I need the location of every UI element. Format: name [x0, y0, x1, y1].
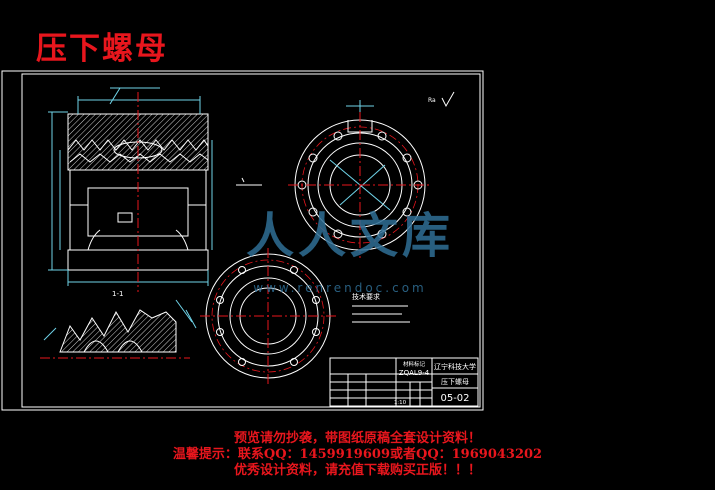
notice-line-1: 预览请勿抄袭，带图纸原稿全套设计资料！	[233, 431, 481, 446]
title-block-part-name: 压下螺母	[441, 377, 469, 386]
finish-mark-label: Ra	[428, 97, 436, 104]
thread-detail-view	[40, 299, 197, 359]
title-block	[329, 357, 479, 407]
watermark-url: www.renrendoc.com	[253, 281, 426, 295]
tech-requirements-lines	[352, 305, 410, 323]
main-section-view	[48, 87, 213, 292]
title-block-school: 辽宁科技大学	[434, 362, 476, 371]
notice-line-3: 优秀设计资料，请充值下载购买正版！！！	[233, 463, 481, 478]
watermark-brand: 人人文库	[246, 208, 454, 264]
inner-frame	[21, 73, 481, 408]
title-block-material-label: 材料标记	[403, 360, 426, 368]
title-block-scale: 1:10	[394, 400, 407, 406]
title-block-material: ZQAL9-4	[399, 369, 430, 377]
title-block-drawing-no: 05-02	[440, 393, 469, 404]
notice-line-2: 温馨提示：联系QQ：1459919609或者QQ：1969043202	[172, 447, 543, 462]
bottom-plan-view	[200, 248, 336, 384]
tech-requirements-title: 技术要求	[352, 292, 380, 301]
page-headline: 压下螺母	[36, 31, 168, 67]
outer-frame	[1, 70, 484, 411]
top-plan-view	[288, 100, 432, 258]
section-marker	[236, 177, 262, 186]
finish-symbol	[441, 91, 455, 108]
section-label: 1-1	[112, 290, 123, 298]
